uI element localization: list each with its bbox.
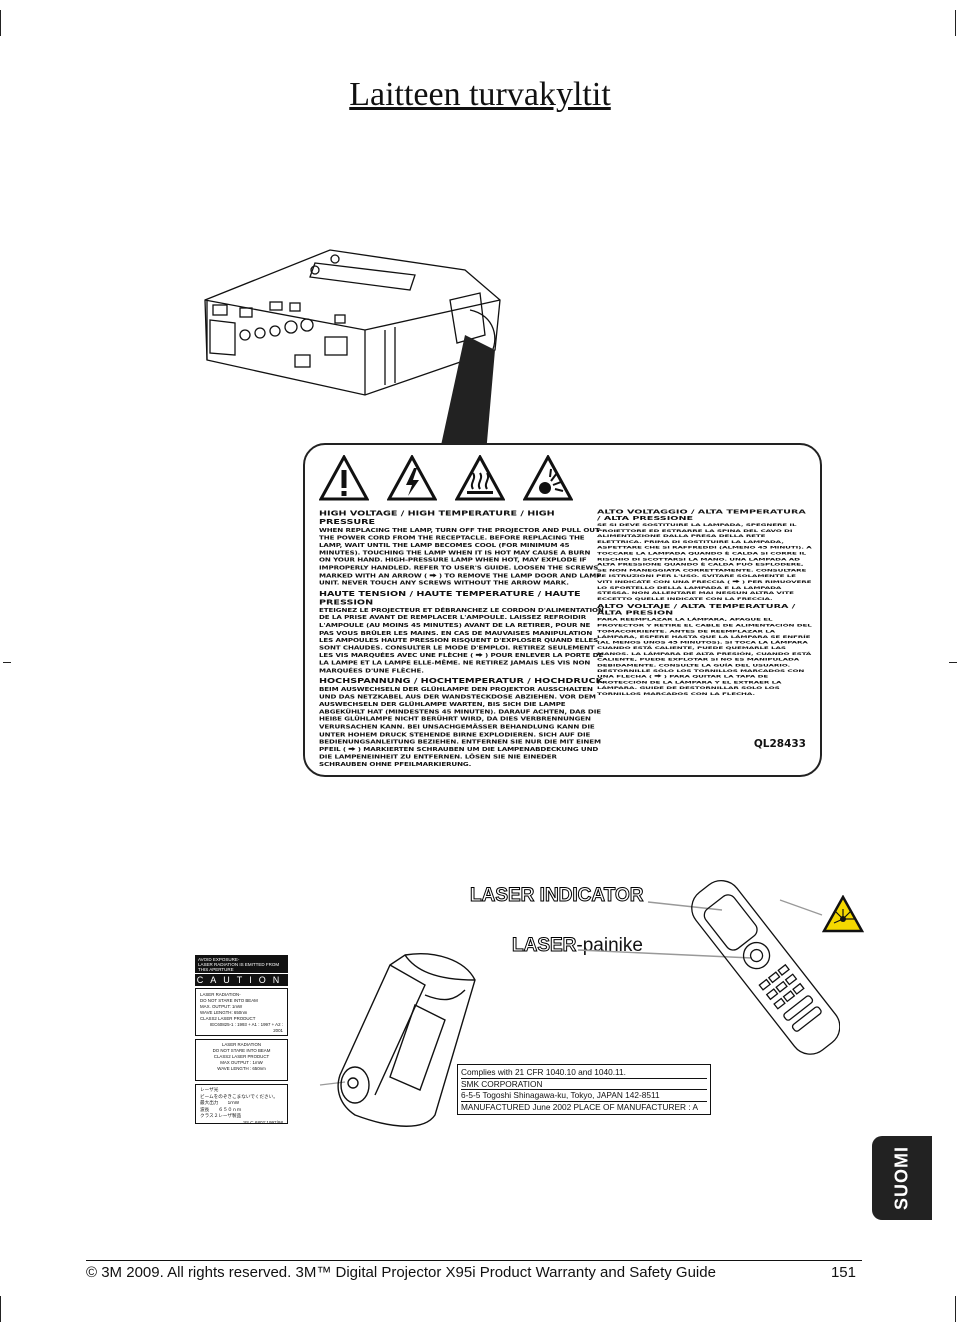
- laser-indicator-label: LASER INDICATOR: [469, 885, 644, 907]
- caution-line: クラス２レーザ製品: [200, 1113, 242, 1119]
- avoid-exposure-subtext: LASER RADIATION IS EMITTED FROM THIS APE…: [198, 962, 280, 972]
- crop-mark: [949, 662, 957, 663]
- explosion-icon: [523, 455, 573, 501]
- warning-text-column-right: ALTO VOLTAGGIO / ALTA TEMPERATURA / ALTA…: [597, 507, 812, 697]
- compliance-line: MANUFACTURED June 2002 PLACE OF MANUFACT…: [461, 1101, 698, 1112]
- remote-side-illustration: [337, 953, 476, 1127]
- warning-heading: HAUTE TENSION / HAUTE TEMPERATURE / HAUT…: [319, 589, 581, 607]
- warning-heading: HIGH VOLTAGE / HIGH TEMPERATURE / HIGH P…: [319, 509, 555, 527]
- caution-band: CAUTION: [195, 974, 288, 986]
- caution-standard: IEC60825-1 : 1993 + A1 : 1997 + A2 : 200…: [210, 1022, 283, 1033]
- compliance-line: Complies with 21 CFR 1040.10 and 1040.11…: [461, 1067, 707, 1079]
- caution-exclamation-icon: [319, 455, 369, 501]
- laser-warning-icon: [822, 895, 864, 933]
- caution-line: 波長 ６５０ｎｍ: [200, 1106, 242, 1112]
- crop-mark: [955, 1296, 956, 1322]
- compliance-line: SMK CORPORATION: [461, 1079, 707, 1090]
- warning-heading: ALTO VOLTAJE / ALTA TEMPERATURA / ALTA P…: [597, 604, 796, 617]
- caution-line: WAVE LENGTH: 650nm: [200, 1010, 248, 1015]
- warning-icons: [319, 455, 573, 501]
- laser-button-label-prefix: LASER: [511, 935, 577, 957]
- warning-heading: HOCHSPANNUNG / HOCHTEMPERATUR / HOCHDRUC…: [319, 677, 604, 686]
- lamp-warning-label: HIGH VOLTAGE / HIGH TEMPERATURE / HIGH P…: [303, 443, 822, 777]
- caution-line: CLASS2 LASER PRODUCT: [200, 1016, 256, 1021]
- page-title: Laitteen turvakyltit: [349, 76, 611, 113]
- crop-mark: [3, 662, 11, 663]
- compliance-label: Complies with 21 CFR 1040.10 and 1040.11…: [457, 1064, 711, 1115]
- avoid-exposure-band: AVOID EXPOSURE- LASER RADIATION IS EMITT…: [195, 955, 288, 973]
- warning-body: ETEIGNEZ LE PROJECTEUR ET DÉBRANCHEZ LE …: [319, 606, 604, 674]
- page-number: 151: [830, 1264, 856, 1281]
- projector-illustration: [204, 249, 501, 465]
- footer-copyright: © 3M 2009. All rights reserved. 3M™ Digi…: [86, 1264, 716, 1281]
- compliance-line: 6-5-5 Togoshi Shinagawa-ku, Tokyo, JAPAN…: [461, 1090, 707, 1102]
- language-tab: SUOMI: [872, 1136, 932, 1220]
- crop-mark: [0, 10, 1, 36]
- caution-line: DO NOT STARE INTO BEAM: [200, 998, 258, 1003]
- warning-text-column-left: HIGH VOLTAGE / HIGH TEMPERATURE / HIGH P…: [319, 507, 604, 769]
- page-footer: © 3M 2009. All rights reserved. 3M™ Digi…: [86, 1260, 862, 1281]
- warning-body: PARA REEMPLAZAR LA LÁMPARA, APAGUE EL PR…: [597, 616, 812, 696]
- language-tab-label: SUOMI: [891, 1145, 912, 1211]
- caution-line: 最大出力 1ｍW: [200, 1100, 240, 1106]
- caution-line: DO NOT STARE INTO BEAM: [212, 1048, 271, 1053]
- crop-mark: [955, 10, 956, 36]
- caution-line: CLASS2 LASER PRODUCT: [213, 1054, 270, 1059]
- high-voltage-icon: [387, 455, 437, 501]
- remote-control-illustration: [691, 879, 840, 1055]
- warning-heading: ALTO VOLTAGGIO / ALTA TEMPERATURA / ALTA…: [597, 509, 806, 522]
- warning-body: BEIM AUSWECHSELN DER GLÜHLAMPE DEN PROJE…: [319, 685, 601, 768]
- caution-line: LASER RADIATION-: [200, 992, 241, 997]
- caution-line: ビームをのぞきこまないでください。: [200, 1093, 278, 1099]
- caution-line: MAX. OUTPUT: 1mW: [200, 1004, 243, 1009]
- warning-body: SE SI DEVE SOSTITUIRE LA LAMPADA, SPEGNE…: [597, 522, 812, 602]
- crop-mark: [0, 1296, 1, 1322]
- avoid-exposure-text: AVOID EXPOSURE-: [198, 957, 240, 962]
- label-code: QL28433: [753, 738, 806, 750]
- laser-caution-label: AVOID EXPOSURE- LASER RADIATION IS EMITT…: [195, 955, 288, 1125]
- caution-line: レーザ光: [200, 1087, 219, 1092]
- hot-surface-icon: [455, 455, 505, 501]
- caution-line: WAVE LENGTH : 650nm: [217, 1066, 266, 1071]
- warning-body: WHEN REPLACING THE LAMP, TURN OFF THE PR…: [319, 526, 602, 586]
- caution-line: MAX OUTPUT : 1mW: [220, 1060, 263, 1065]
- caution-line: LASER RADIATION: [221, 1042, 262, 1047]
- caution-standard: JIS C 6802:1997/98: [242, 1119, 283, 1125]
